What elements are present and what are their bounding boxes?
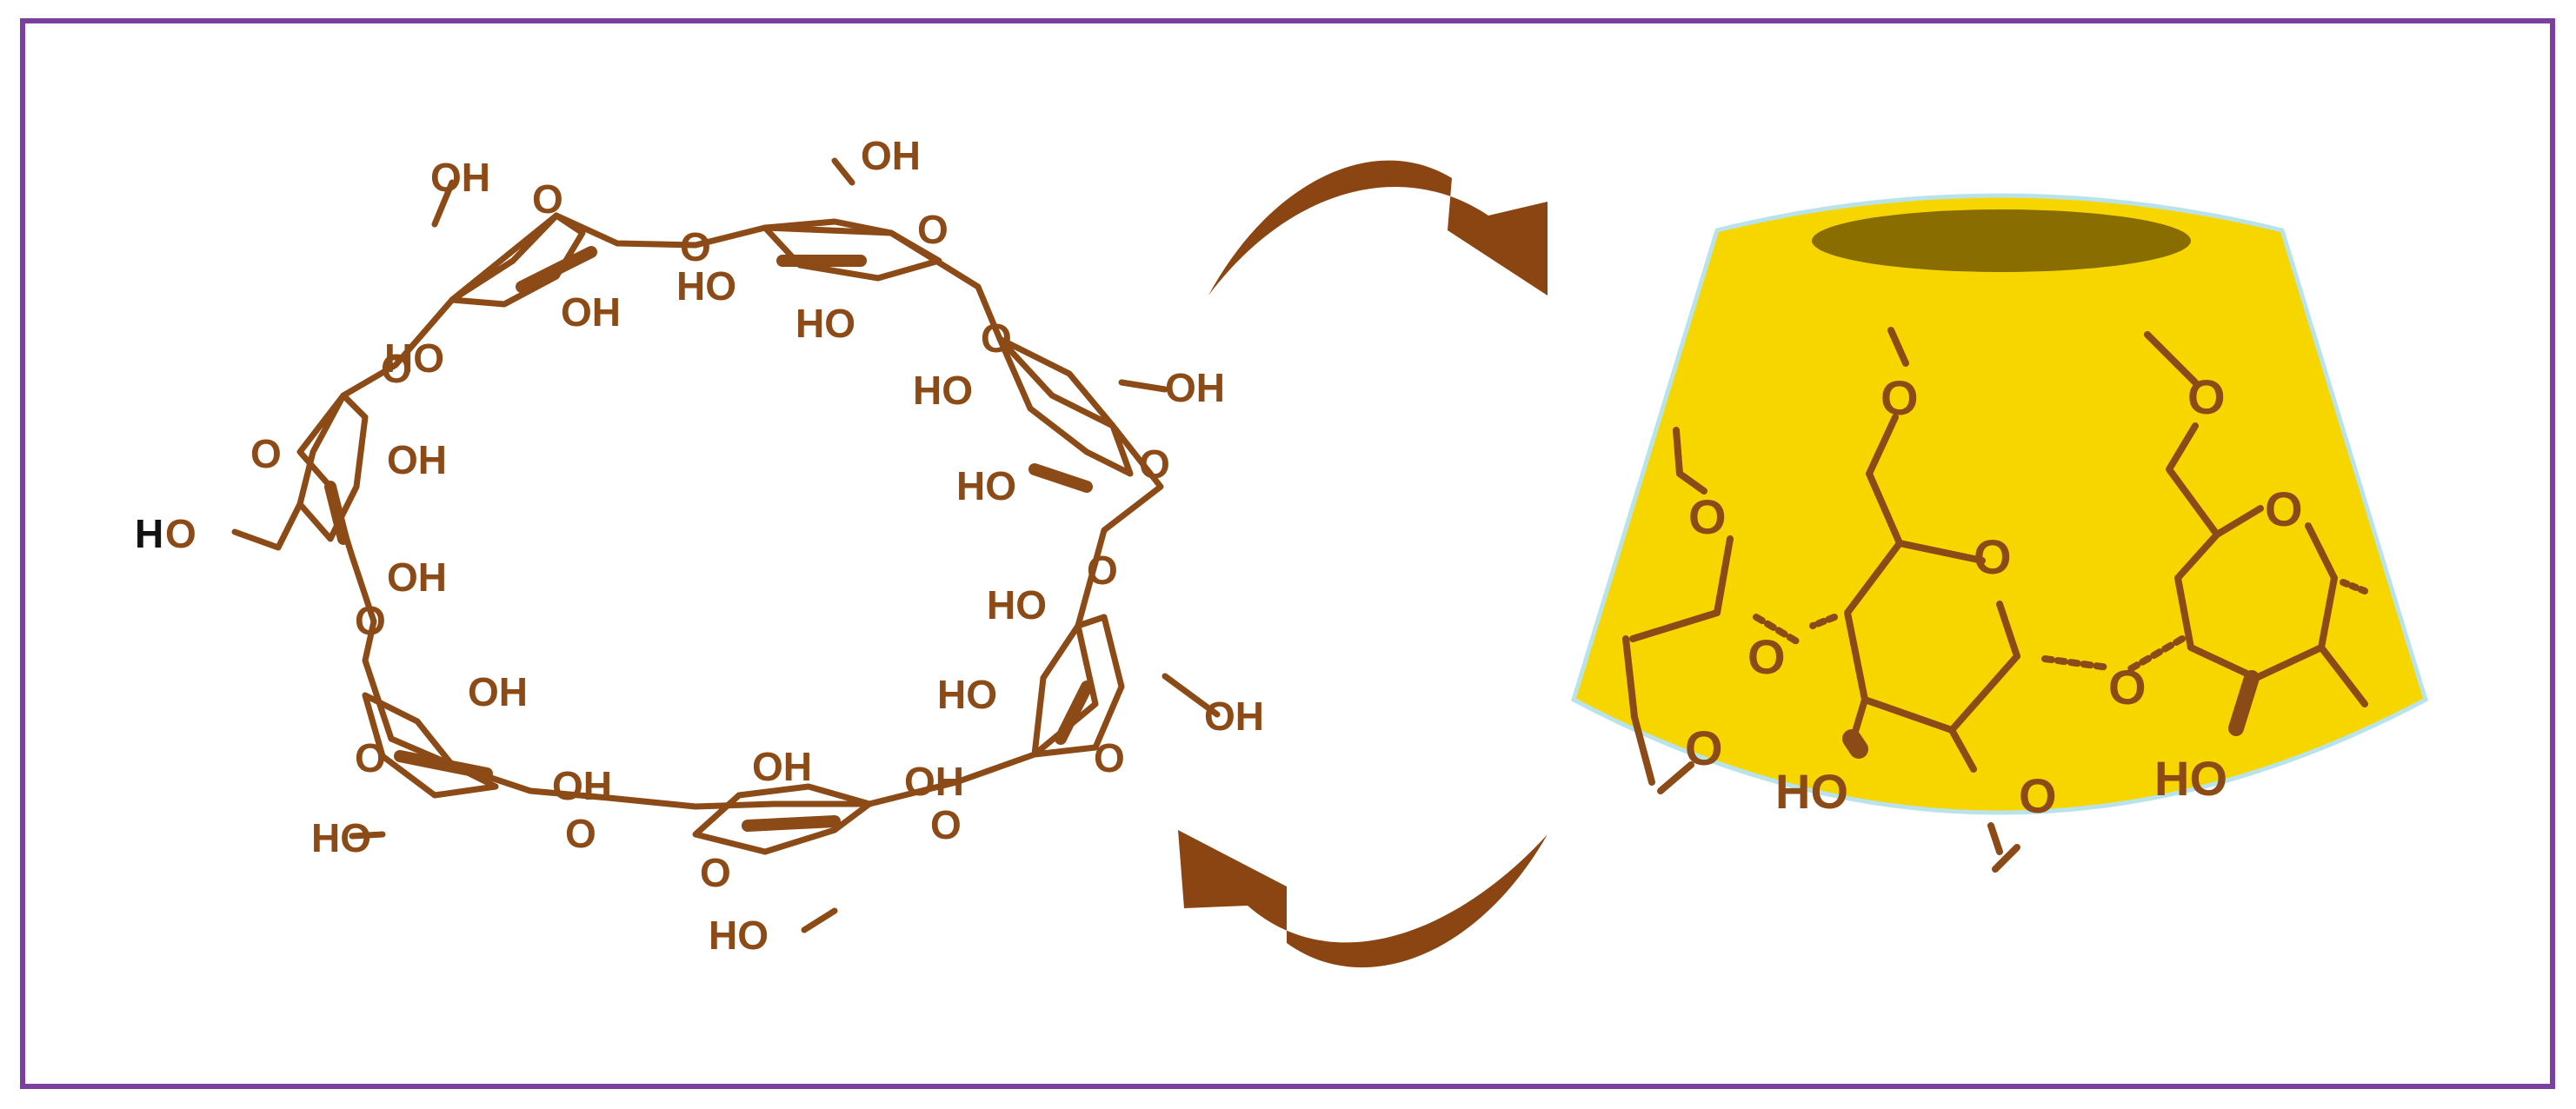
ho-label: HO — [956, 463, 1016, 508]
o-label: O — [1974, 529, 2012, 584]
o-label: O — [2187, 369, 2226, 424]
oh-label: OH — [904, 759, 964, 804]
o-label: O — [2108, 660, 2147, 714]
ho-label: HO — [1775, 764, 1848, 819]
oh-label: OH — [387, 437, 447, 482]
ring-atom-labels: OH O O OH HO OH O HO O HO O HO OH HO O O… — [135, 133, 1264, 958]
oh-label: OH — [430, 155, 490, 200]
o-label: O — [1685, 721, 1723, 775]
ho-label: HO — [987, 582, 1047, 628]
o-label: O — [355, 598, 386, 643]
h-label: H — [135, 511, 163, 556]
ho-label: HO — [913, 368, 973, 413]
cyclodextrin-ring-structure — [231, 157, 1221, 933]
o-label: O — [532, 176, 563, 222]
o-label: O — [165, 511, 196, 556]
o-label: O — [381, 346, 412, 391]
o-label: O — [680, 224, 711, 269]
o-label: O — [1747, 629, 1786, 684]
oh-label: OH — [552, 763, 612, 808]
ho-label: HO — [384, 335, 444, 381]
oh-label: OH — [561, 289, 621, 335]
o-label: O — [1094, 735, 1125, 780]
o-label: O — [1087, 548, 1118, 593]
arrow-bottom — [1178, 830, 1548, 968]
o-label: O — [1688, 489, 1727, 544]
o-label: O — [981, 315, 1012, 361]
o-label: O — [2019, 768, 2057, 823]
oh-label: OH — [468, 669, 528, 714]
o-label: O — [1880, 370, 1919, 425]
o-label: O — [565, 811, 596, 856]
oh-label: OH — [861, 133, 921, 178]
o-label: O — [250, 431, 282, 476]
cone-atom-labels: O O O O O HO O O O O HO — [1685, 369, 2303, 823]
o-label: O — [2265, 481, 2303, 536]
ho-label: HO — [676, 263, 736, 309]
cone-structure — [1622, 327, 2368, 873]
ho-label: HO — [709, 913, 769, 958]
o-label: O — [1139, 442, 1170, 487]
oh-label: OH — [1165, 365, 1225, 410]
o-label: O — [700, 850, 731, 895]
oh-label: OH — [752, 744, 812, 789]
cone-cavity — [1812, 209, 2191, 272]
oh-label: OH — [387, 554, 447, 600]
ho-label: HO — [795, 301, 855, 346]
arrow-top — [1208, 160, 1548, 296]
ho-label: HO — [2154, 751, 2227, 806]
ho-label: HO — [937, 672, 997, 717]
conversion-arrows — [1178, 160, 1548, 968]
o-label: O — [930, 802, 962, 847]
oh-label: OH — [1204, 694, 1264, 739]
cyclodextrin-cone: O O O O O HO O O O O HO — [1571, 193, 2428, 873]
o-label: O — [917, 207, 949, 252]
ho-label: HO — [311, 815, 371, 860]
o-label: O — [355, 735, 386, 780]
